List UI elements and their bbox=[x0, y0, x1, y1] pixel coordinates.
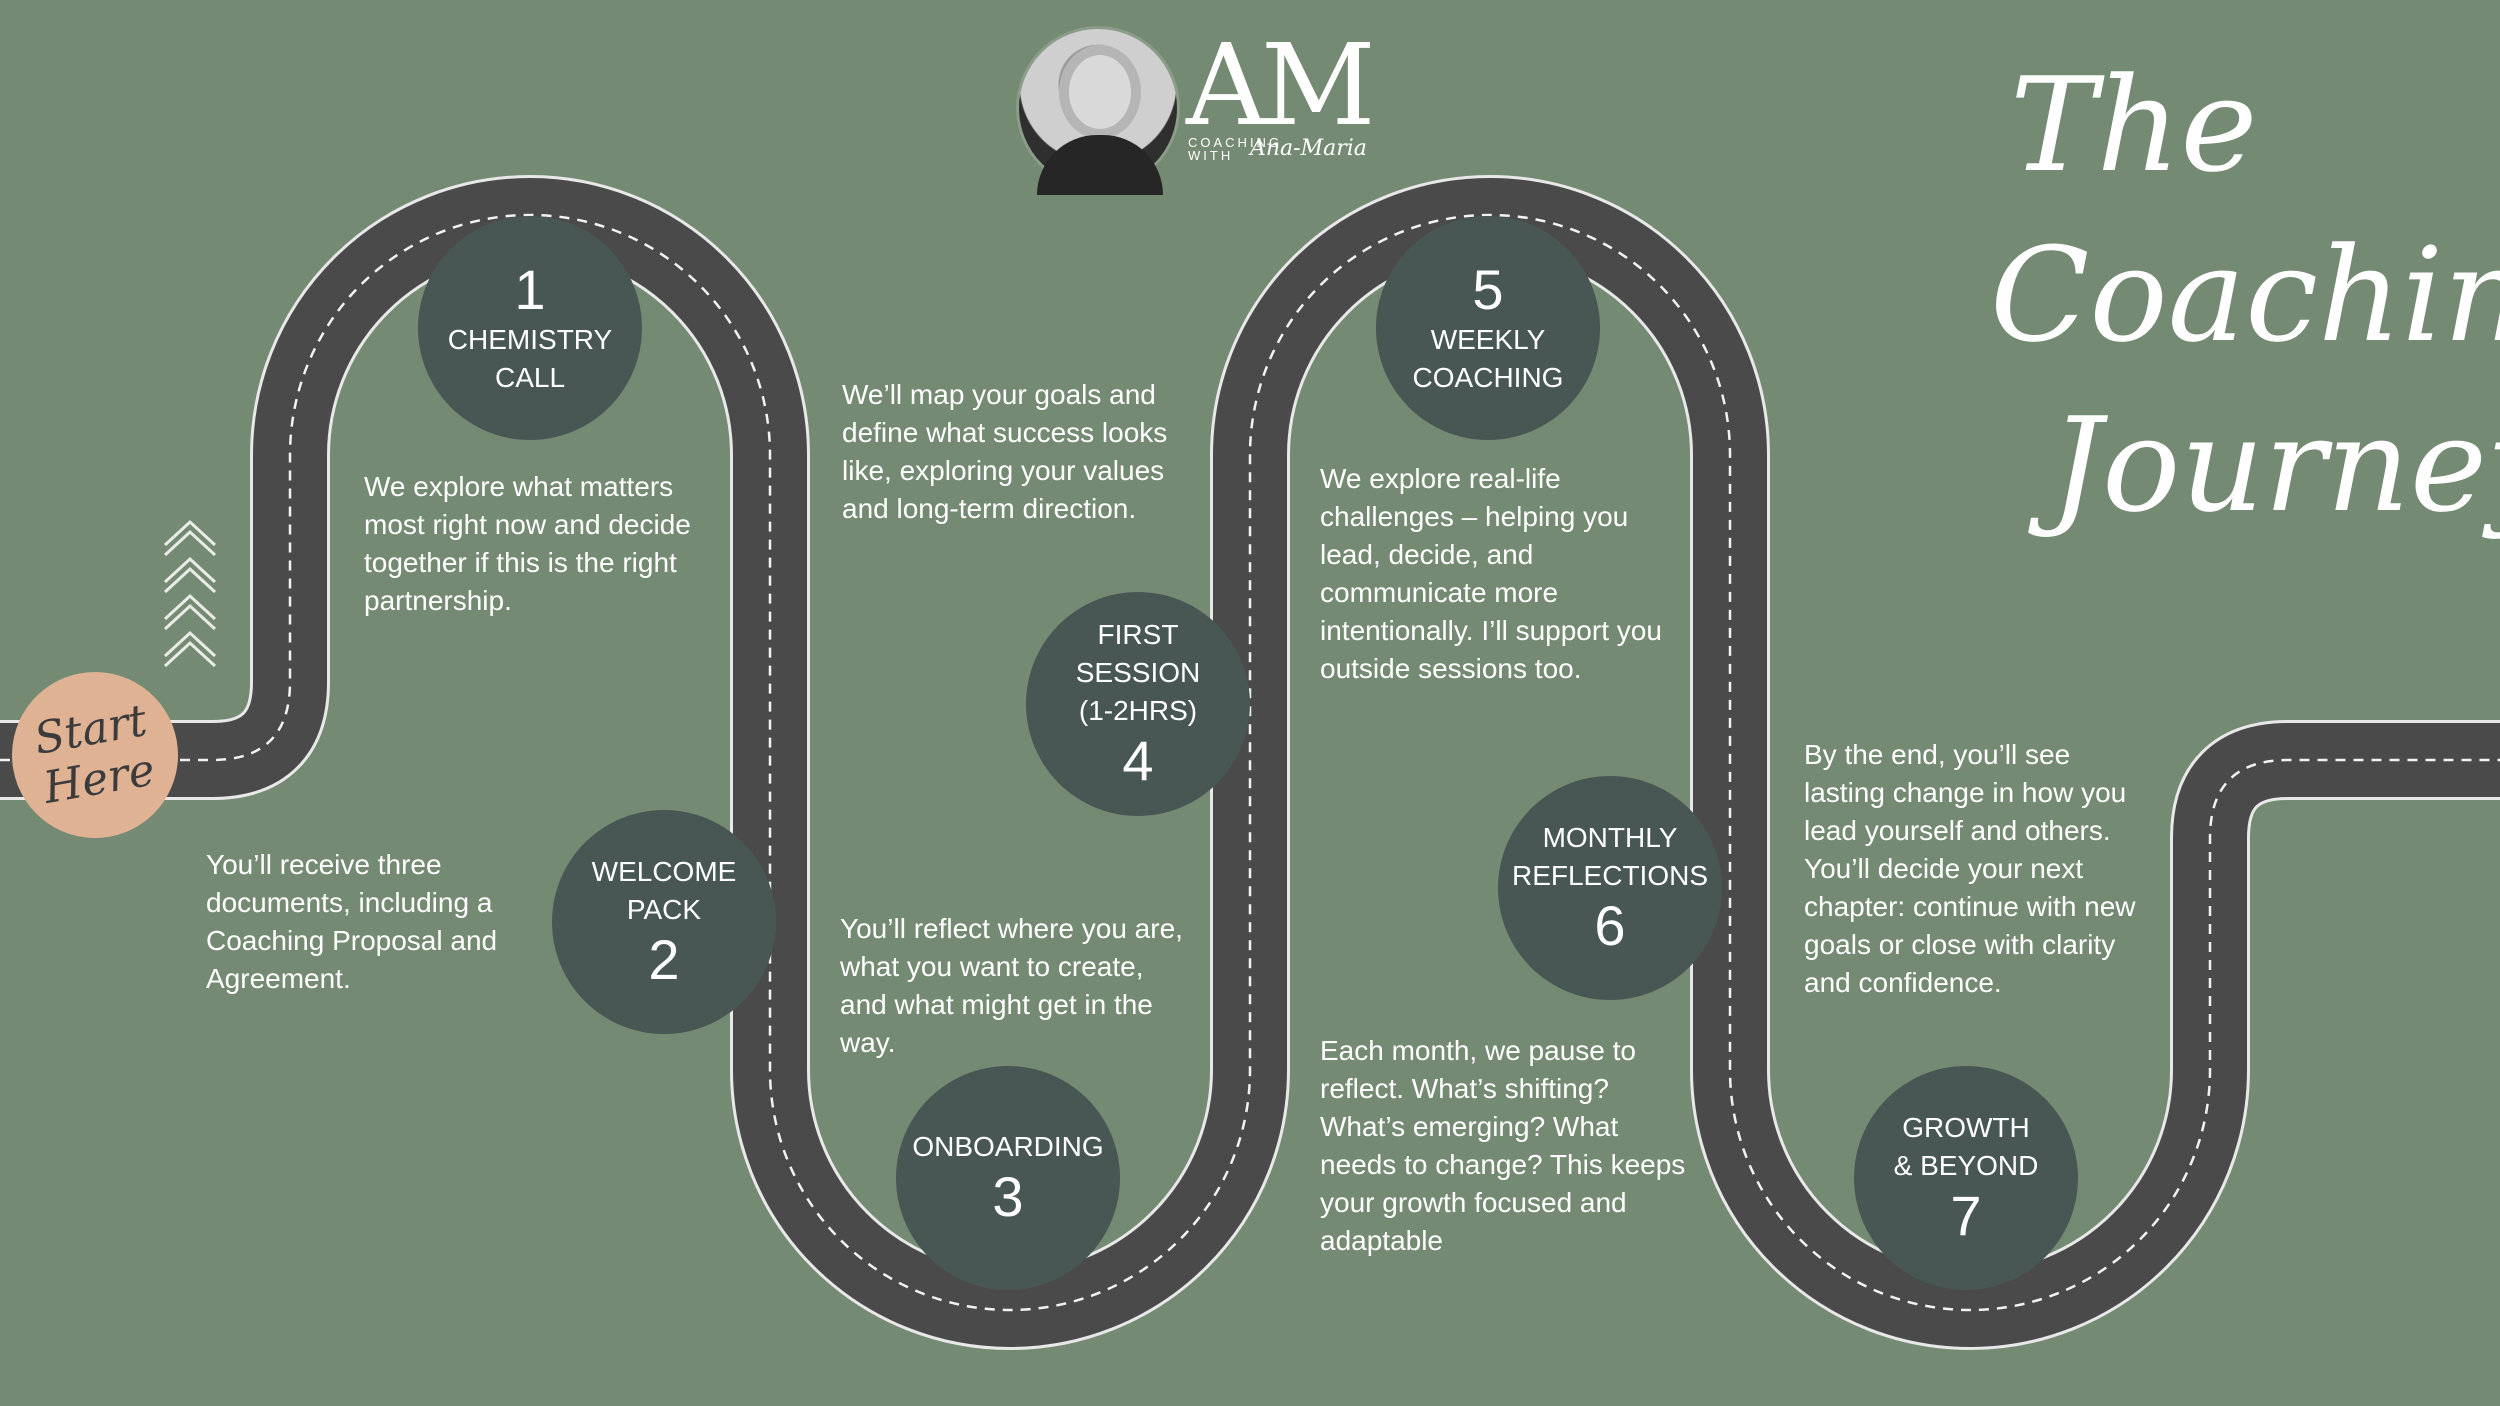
title-line-2: Coaching bbox=[1990, 219, 2500, 371]
step-2-label: WELCOME PACK bbox=[591, 856, 737, 925]
step-6-number: 6 bbox=[1594, 894, 1626, 957]
step-2-number: 2 bbox=[648, 928, 680, 991]
step-4-label: FIRST SESSION (1-2HRS) bbox=[1075, 619, 1201, 726]
step-7-description: By the end, you’ll see lasting change in… bbox=[1804, 739, 2136, 998]
step-3-number: 3 bbox=[992, 1165, 1024, 1228]
page-title: The Coaching Journey bbox=[1990, 40, 2500, 550]
step-6-description: Each month, we pause to reflect. What’s … bbox=[1320, 1035, 1686, 1256]
step-7-number: 7 bbox=[1950, 1184, 1982, 1247]
step-1-number: 1 bbox=[514, 258, 546, 321]
logo-letters: AM bbox=[1186, 21, 1376, 151]
step-6-label: MONTHLY REFLECTIONS bbox=[1511, 822, 1709, 891]
step-5-number: 5 bbox=[1472, 258, 1504, 321]
step-5-description: We explore real-life challenges – helpin… bbox=[1320, 463, 1662, 684]
step-1-circle: 1 CHEMISTRY CALL bbox=[418, 216, 642, 440]
title-line-1: The bbox=[2010, 49, 2258, 201]
title-line-3: Journey bbox=[2050, 389, 2500, 541]
step-3-circle: ONBOARDING 3 bbox=[896, 1066, 1120, 1290]
step-5-label: WEEKLY COACHING bbox=[1412, 324, 1564, 393]
step-7-circle: GROWTH & BEYOND 7 bbox=[1854, 1066, 2078, 1290]
step-4-circle: FIRST SESSION (1-2HRS) 4 bbox=[1026, 592, 1250, 816]
step-5-circle: 5 WEEKLY COACHING bbox=[1376, 216, 1600, 440]
step-1-description: We explore what matters most right now a… bbox=[364, 471, 691, 616]
step-4-description: We’ll map your goals and define what suc… bbox=[842, 379, 1168, 524]
step-3-description: You’ll reflect where you are, what you w… bbox=[840, 913, 1183, 1058]
step-4-number: 4 bbox=[1122, 729, 1154, 792]
logo-subtitle: COACHING WITH bbox=[1188, 135, 1283, 163]
step-2-description: You’ll receive three documents, includin… bbox=[206, 849, 498, 994]
step-7-label: GROWTH & BEYOND bbox=[1893, 1112, 2039, 1181]
step-2-circle: WELCOME PACK 2 bbox=[552, 810, 776, 1034]
step-3-label: ONBOARDING bbox=[912, 1131, 1104, 1162]
step-1-label: CHEMISTRY CALL bbox=[447, 324, 613, 393]
logo-signature: Ana-Maria bbox=[1250, 136, 1367, 161]
chevron-up-icons bbox=[163, 519, 217, 668]
step-6-circle: MONTHLY REFLECTIONS 6 bbox=[1498, 776, 1722, 1000]
avatar bbox=[1016, 26, 1180, 195]
